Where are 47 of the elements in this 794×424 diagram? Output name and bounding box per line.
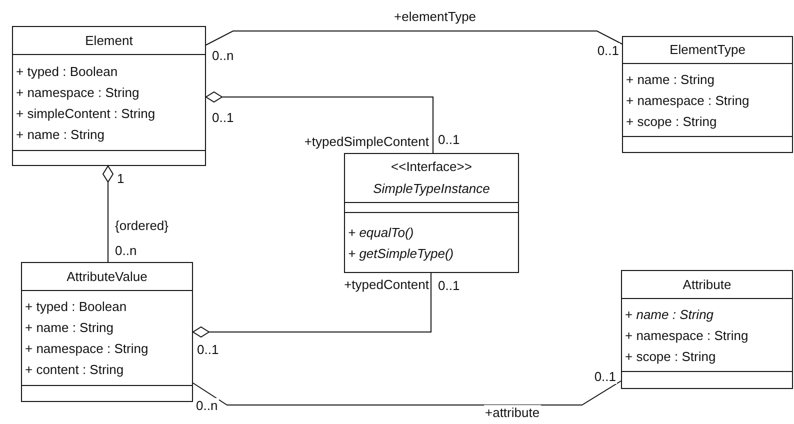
multiplicity-label: 0..n — [114, 243, 138, 258]
attribute-text: + typed : Boolean — [16, 62, 119, 81]
association-line — [192, 380, 622, 406]
aggregation-line — [206, 92, 434, 154]
attribute-text: + name : String — [626, 70, 716, 89]
class-name: Attribute — [682, 276, 732, 294]
aggregation-line — [102, 166, 114, 262]
class-name: Element — [85, 32, 133, 50]
class-box — [622, 36, 793, 153]
operation-text: + getSimpleType() — [348, 244, 455, 263]
class-box — [344, 153, 519, 273]
multiplicity-label: 1 — [116, 171, 126, 186]
attribute-text: + scope : String — [625, 348, 717, 366]
multiplicity-label: 0..1 — [596, 43, 620, 58]
association-line — [206, 30, 622, 46]
attribute-text: + content : String — [25, 361, 125, 379]
multiplicity-label: 0..n — [195, 398, 219, 413]
attribute-text: + simpleContent : String — [16, 104, 156, 123]
attribute-text: + name : String — [25, 319, 115, 337]
attribute-text: + namespace : String — [625, 326, 750, 345]
role-label: +typedSimpleContent — [303, 134, 430, 149]
multiplicity-label: 0..1 — [196, 342, 220, 357]
class-box — [21, 262, 193, 402]
role-label: +elementType — [393, 9, 478, 24]
multiplicity-label: 0..1 — [593, 369, 617, 384]
multiplicity-label: 0..1 — [437, 132, 461, 147]
attribute-text: + namespace : String — [16, 84, 140, 102]
class-box — [12, 26, 206, 166]
role-label: +typedContent — [343, 277, 430, 292]
role-label: +attribute — [484, 405, 541, 420]
class-name: SimpleTypeInstance — [373, 180, 490, 198]
multiplicity-label: 0..1 — [211, 110, 235, 125]
attribute-text: + scope : String — [626, 112, 718, 131]
class-name: ElementType — [670, 41, 746, 59]
attribute-text: + typed : Boolean — [25, 298, 128, 316]
attribute-text: + name : String — [16, 126, 106, 144]
attribute-text: + namespace : String — [626, 92, 750, 110]
aggregation-line — [192, 272, 432, 338]
attribute-text: + name : String — [625, 306, 715, 324]
stereotype-label: <<Interface>> — [391, 158, 472, 176]
attribute-text: + namespace : String — [25, 340, 150, 358]
class-box — [621, 270, 793, 389]
operation-text: + equalTo() — [348, 224, 415, 242]
multiplicity-label: 0..1 — [437, 278, 461, 293]
constraint-label: {ordered} — [114, 218, 170, 233]
multiplicity-label: 0..n — [211, 48, 235, 63]
class-name: AttributeValue — [66, 268, 148, 286]
